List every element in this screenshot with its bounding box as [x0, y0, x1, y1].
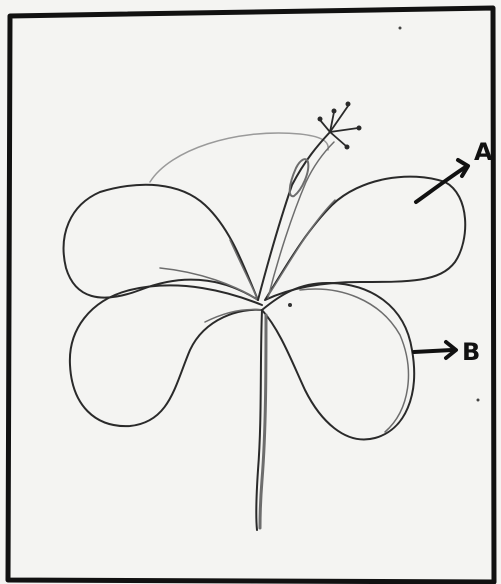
- stigma-branch: [330, 128, 358, 132]
- stigma-tip: [345, 145, 350, 150]
- petal-upper-left: [64, 185, 258, 300]
- anther-cluster: [290, 159, 309, 196]
- staminal-column-edge: [268, 142, 334, 298]
- petal-vein: [160, 268, 258, 300]
- label-a-arrow: [416, 168, 464, 202]
- petal-upper-right-inner: [268, 200, 335, 296]
- stigma-tip: [332, 109, 337, 114]
- pencil-dot: [288, 303, 292, 307]
- petal-back: [150, 133, 328, 182]
- stigma-branch: [320, 120, 330, 132]
- label-b-arrow: [414, 350, 452, 352]
- stigma-tip: [318, 117, 323, 122]
- petal-lower-right: [262, 283, 414, 440]
- petal-lower-left: [70, 285, 262, 426]
- pencil-dot: [399, 27, 402, 30]
- pencil-dot: [477, 399, 480, 402]
- label-b: B: [462, 338, 480, 366]
- petal-lower-left-inner: [205, 310, 262, 323]
- label-a: A: [474, 138, 493, 166]
- staminal-column: [258, 132, 330, 300]
- stigma-tip: [357, 126, 362, 131]
- stigma-tip: [346, 102, 351, 107]
